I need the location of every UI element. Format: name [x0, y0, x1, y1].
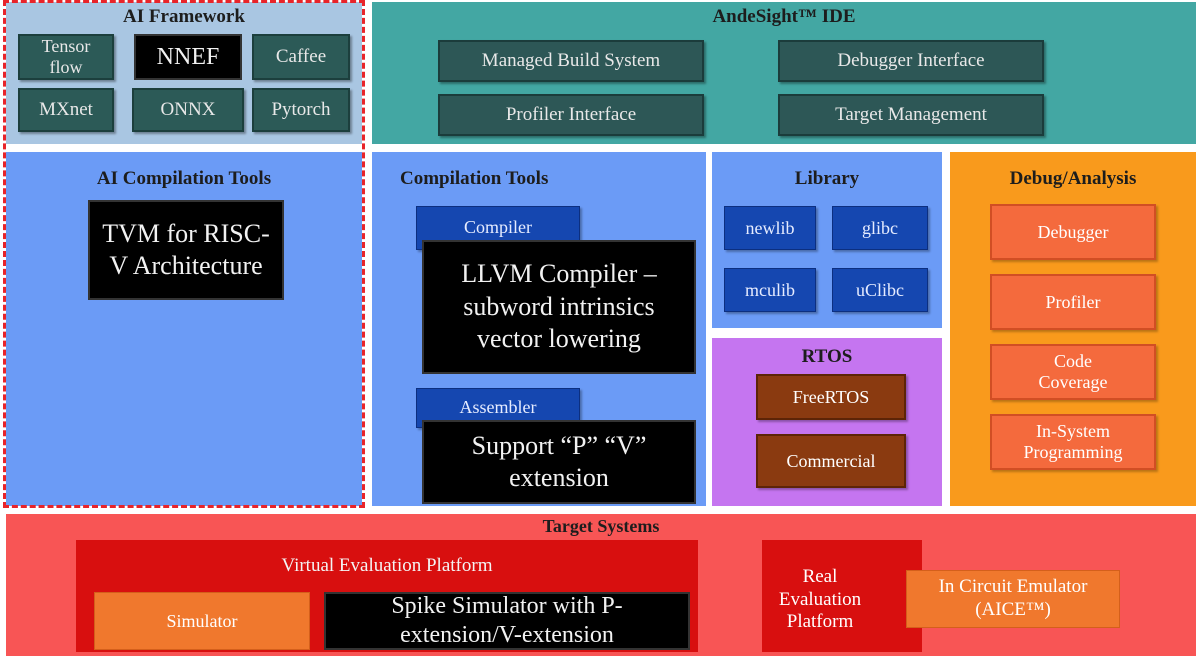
- ai-compilation-panel: AI Compilation Tools TVM for RISC-V Arch…: [6, 152, 362, 506]
- ide-debugger-interface: Debugger Interface: [778, 40, 1044, 82]
- ide-target-management: Target Management: [778, 94, 1044, 136]
- rtos-title: RTOS: [801, 346, 853, 367]
- rtos-commercial: Commercial: [756, 434, 906, 488]
- compilation-title: Compilation Tools: [400, 168, 549, 189]
- target-title: Target Systems: [542, 516, 660, 536]
- ai-framework-title: AI Framework: [123, 6, 245, 27]
- in-circuit-emulator-box: In Circuit Emulator (AICE™): [906, 570, 1120, 628]
- debug-title: Debug/Analysis: [1009, 168, 1137, 189]
- library-panel: Library newlib glibc mculib uClibc: [712, 152, 942, 328]
- library-glibc: glibc: [832, 206, 928, 250]
- ai-compilation-title: AI Compilation Tools: [96, 168, 272, 189]
- ai-framework-panel: AI Framework Tensor flow NNEF Caffee MXn…: [6, 2, 362, 144]
- ide-panel: AndeSight™ IDE Managed Build System Debu…: [372, 2, 1196, 144]
- debug-in-system-programming: In-System Programming: [990, 414, 1156, 470]
- debug-debugger: Debugger: [990, 204, 1156, 260]
- debug-profiler: Profiler: [990, 274, 1156, 330]
- ide-profiler-interface: Profiler Interface: [438, 94, 704, 136]
- library-newlib: newlib: [724, 206, 816, 250]
- simulator-box: Simulator: [94, 592, 310, 650]
- debug-code-coverage: Code Coverage: [990, 344, 1156, 400]
- tvm-box: TVM for RISC-V Architecture: [88, 200, 284, 300]
- support-box: Support “P” “V” extension: [422, 420, 696, 504]
- framework-mxnet: MXnet: [18, 88, 114, 132]
- library-mculib: mculib: [724, 268, 816, 312]
- llvm-compiler-box: LLVM Compiler – subword intrinsics vecto…: [422, 240, 696, 374]
- spike-simulator-box: Spike Simulator with P-extension/V-exten…: [324, 592, 690, 650]
- framework-onnx: ONNX: [132, 88, 244, 132]
- debug-panel: Debug/Analysis Debugger Profiler Code Co…: [950, 152, 1196, 506]
- ide-title: AndeSight™ IDE: [712, 6, 856, 27]
- framework-caffee: Caffee: [252, 34, 350, 80]
- real-platform-label: Real Evaluation Platform: [778, 565, 862, 633]
- target-panel: Target Systems Virtual Evaluation Platfo…: [6, 514, 1196, 656]
- ide-managed-build: Managed Build System: [438, 40, 704, 82]
- framework-pytorch: Pytorch: [252, 88, 350, 132]
- rtos-freertos: FreeRTOS: [756, 374, 906, 420]
- library-title: Library: [794, 168, 860, 189]
- framework-nnef: NNEF: [134, 34, 242, 80]
- virtual-evaluation-platform: Virtual Evaluation Platform Simulator Sp…: [76, 540, 698, 652]
- rtos-panel: RTOS FreeRTOS Commercial: [712, 338, 942, 506]
- vep-title: Virtual Evaluation Platform: [281, 555, 493, 577]
- framework-tensorflow: Tensor flow: [18, 34, 114, 80]
- compilation-panel: Compilation Tools Compiler LLVM Compiler…: [372, 152, 706, 506]
- library-uclibc: uClibc: [832, 268, 928, 312]
- real-evaluation-platform: Real Evaluation Platform: [762, 540, 922, 652]
